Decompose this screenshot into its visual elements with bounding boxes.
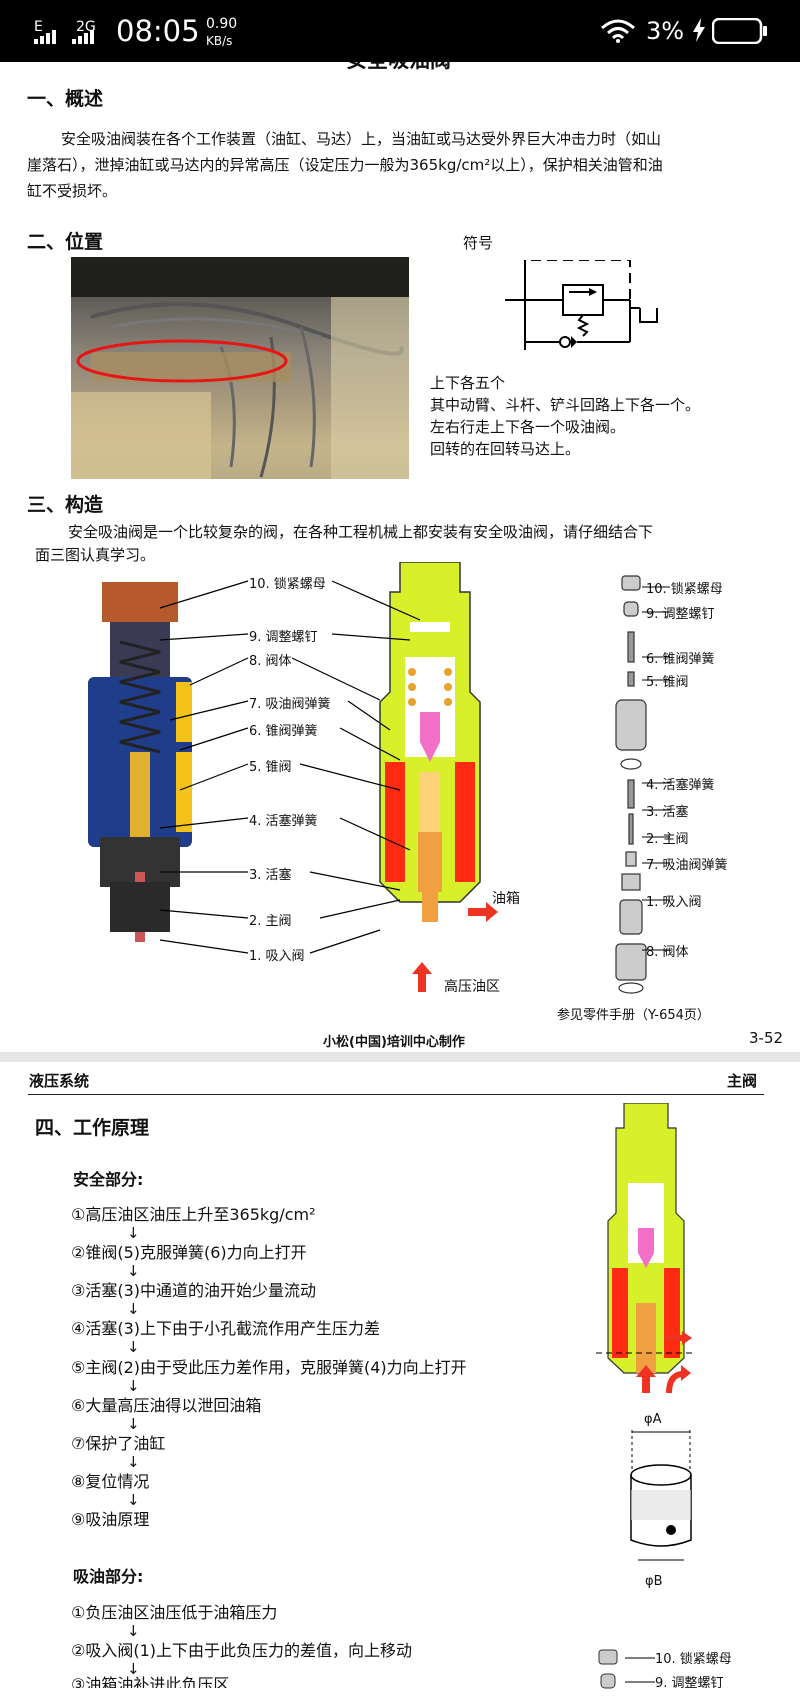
flow-arrow: ↓ [127, 1415, 140, 1433]
header-rule [28, 1094, 764, 1095]
signal-icon [34, 30, 56, 44]
label-lock-nut: 10. 锁紧螺母 [249, 577, 326, 592]
phi-a-label: φA [644, 1412, 662, 1427]
safety-step-4: ④活塞(3)上下由于小孔截流作用产生压力差 [71, 1319, 381, 1338]
safety-step-1: ①高压油区油压上升至365kg/cm² [71, 1205, 316, 1224]
label-suction-spring: 7. 吸油阀弹簧 [249, 697, 331, 712]
part-suction-valve: 1. 吸入阀 [646, 895, 702, 910]
clock: 08:05 [116, 14, 200, 48]
flow-arrow: ↓ [127, 1338, 140, 1356]
battery-percent: 3% [646, 17, 685, 45]
exploded-parts [615, 575, 647, 994]
section-heading-structure: 三、构造 [27, 494, 104, 516]
flow-arrow: ↓ [127, 1224, 140, 1242]
structure-line-2: 面三图认真学习。 [35, 546, 156, 564]
valve-section-diagram [379, 562, 481, 922]
suction-step-3: ③油箱油补进此负压区 [71, 1675, 230, 1694]
flow-arrow: ↓ [127, 1377, 140, 1395]
network-type: E [34, 19, 43, 35]
flow-arrow: ↓ [127, 1660, 140, 1678]
exploded-parts-partial [598, 1649, 618, 1689]
section-heading-principle: 四、工作原理 [35, 1117, 150, 1139]
flow-arrow: ↓ [127, 1262, 140, 1280]
part-valve-body: 8. 阀体 [646, 945, 689, 960]
net-speed: 0.90 [206, 16, 238, 32]
part-poppet: 5. 锥阀 [646, 675, 689, 690]
page-number: 3-52 [749, 1029, 784, 1047]
part-leaders [642, 586, 670, 951]
high-pressure-label: 高压油区 [444, 979, 500, 995]
label-suction-valve: 1. 吸入阀 [249, 949, 305, 964]
page-divider [0, 1052, 800, 1062]
part-adjust-screw-2: 9. 调整螺钉 [655, 1676, 724, 1691]
flow-arrow: ↓ [127, 1300, 140, 1318]
high-pressure-arrow [412, 962, 432, 992]
section-heading-location: 二、位置 [27, 231, 104, 253]
label-adjust-screw: 9. 调整螺钉 [249, 630, 318, 645]
page-title: 安全吸油阀 [346, 62, 451, 74]
piston-dimension-drawing [630, 1430, 692, 1561]
parts-reference: 参见零件手册（Y-654页） [557, 1008, 710, 1023]
overview-line-1: 安全吸油阀装在各个工作装置（油缸、马达）上，当油缸或马达受外界巨大冲击力时（如山 [61, 130, 662, 148]
suction-step-1: ①负压油区油压低于油箱压力 [71, 1603, 278, 1622]
safety-step-7: ⑦保护了油缸 [71, 1434, 166, 1453]
location-desc-4: 回转的在回转马达上。 [430, 440, 581, 458]
location-desc-2: 其中动臂、斗杆、铲斗回路上下各一个。 [430, 396, 701, 414]
label-poppet-spring: 6. 锥阀弹簧 [249, 724, 318, 739]
part-leaders-partial [625, 1657, 655, 1683]
part-adjust-screw: 9. 调整螺钉 [646, 607, 715, 622]
battery-icon [712, 18, 767, 44]
label-valve-body: 8. 阀体 [249, 654, 292, 669]
section-heading-overview: 一、概述 [27, 88, 104, 110]
structure-line-1: 安全吸油阀是一个比较复杂的阀，在各种工程机械上都安装有安全吸油阀，请仔细结合下 [68, 523, 654, 541]
part-lock-nut: 10. 锁紧螺母 [646, 582, 723, 597]
label-poppet: 5. 锥阀 [249, 760, 292, 775]
phi-b-label: φB [645, 1574, 663, 1589]
header-right: 主阀 [727, 1072, 758, 1090]
part-main-valve: 2. 主阀 [646, 832, 689, 847]
signal-icon-2 [72, 30, 94, 44]
part-lock-nut-2: 10. 锁紧螺母 [655, 1652, 732, 1667]
safety-step-9: ⑨吸油原理 [71, 1510, 150, 1529]
suction-step-2: ②吸入阀(1)上下由于此负压力的差值，向上移动 [71, 1641, 413, 1660]
overview-line-3: 缸不受损坏。 [27, 182, 118, 200]
valve-location-photo [71, 257, 409, 479]
header-left: 液压系统 [29, 1072, 90, 1090]
part-piston-spring: 4. 活塞弹簧 [646, 778, 715, 793]
charging-icon [693, 18, 705, 42]
safety-step-2: ②锥阀(5)克服弹簧(6)力向上打开 [71, 1243, 307, 1262]
label-main-valve: 2. 主阀 [249, 914, 292, 929]
safety-step-3: ③活塞(3)中通道的油开始少量流动 [71, 1281, 317, 1300]
symbol-label: 符号 [463, 234, 494, 252]
oil-tank-label: 油箱 [492, 891, 520, 907]
flow-arrow: ↓ [127, 1491, 140, 1509]
flow-arrow: ↓ [127, 1622, 140, 1640]
valve-cutaway-photo [88, 582, 192, 942]
part-piston: 3. 活塞 [646, 805, 689, 820]
leader-lines [159, 580, 421, 954]
oil-tank-arrow [468, 902, 498, 922]
safety-step-6: ⑥大量高压油得以泄回油箱 [71, 1396, 262, 1415]
net-speed-unit: KB/s [206, 34, 233, 48]
overview-line-2: 崖落石），泄掉油缸或马达内的异常高压（设定压力一般为365kg/cm²以上），保… [27, 156, 663, 174]
flow-arrow: ↓ [127, 1453, 140, 1471]
label-piston: 3. 活塞 [249, 868, 292, 883]
part-suction-spring: 7. 吸油阀弹簧 [646, 858, 728, 873]
label-piston-spring: 4. 活塞弹簧 [249, 814, 318, 829]
location-desc-3: 左右行走上下各一个吸油阀。 [430, 418, 626, 436]
part-poppet-spring: 6. 锥阀弹簧 [646, 652, 715, 667]
valve-section-diagram-small [596, 1103, 696, 1393]
page-footer: 小松(中国)培训中心制作 [323, 1035, 465, 1050]
safety-title: 安全部分: [73, 1170, 144, 1189]
safety-step-8: ⑧复位情况 [71, 1472, 150, 1491]
location-desc-1: 上下各五个 [430, 374, 506, 392]
suction-title: 吸油部分: [73, 1567, 144, 1586]
status-bar: E 2G 08:05 0.90 KB/s 3% [0, 0, 800, 62]
wifi-icon [601, 19, 635, 43]
safety-step-5: ⑤主阀(2)由于受此压力差作用，克服弹簧(4)力向上打开 [71, 1358, 467, 1377]
hydraulic-symbol [505, 260, 658, 350]
